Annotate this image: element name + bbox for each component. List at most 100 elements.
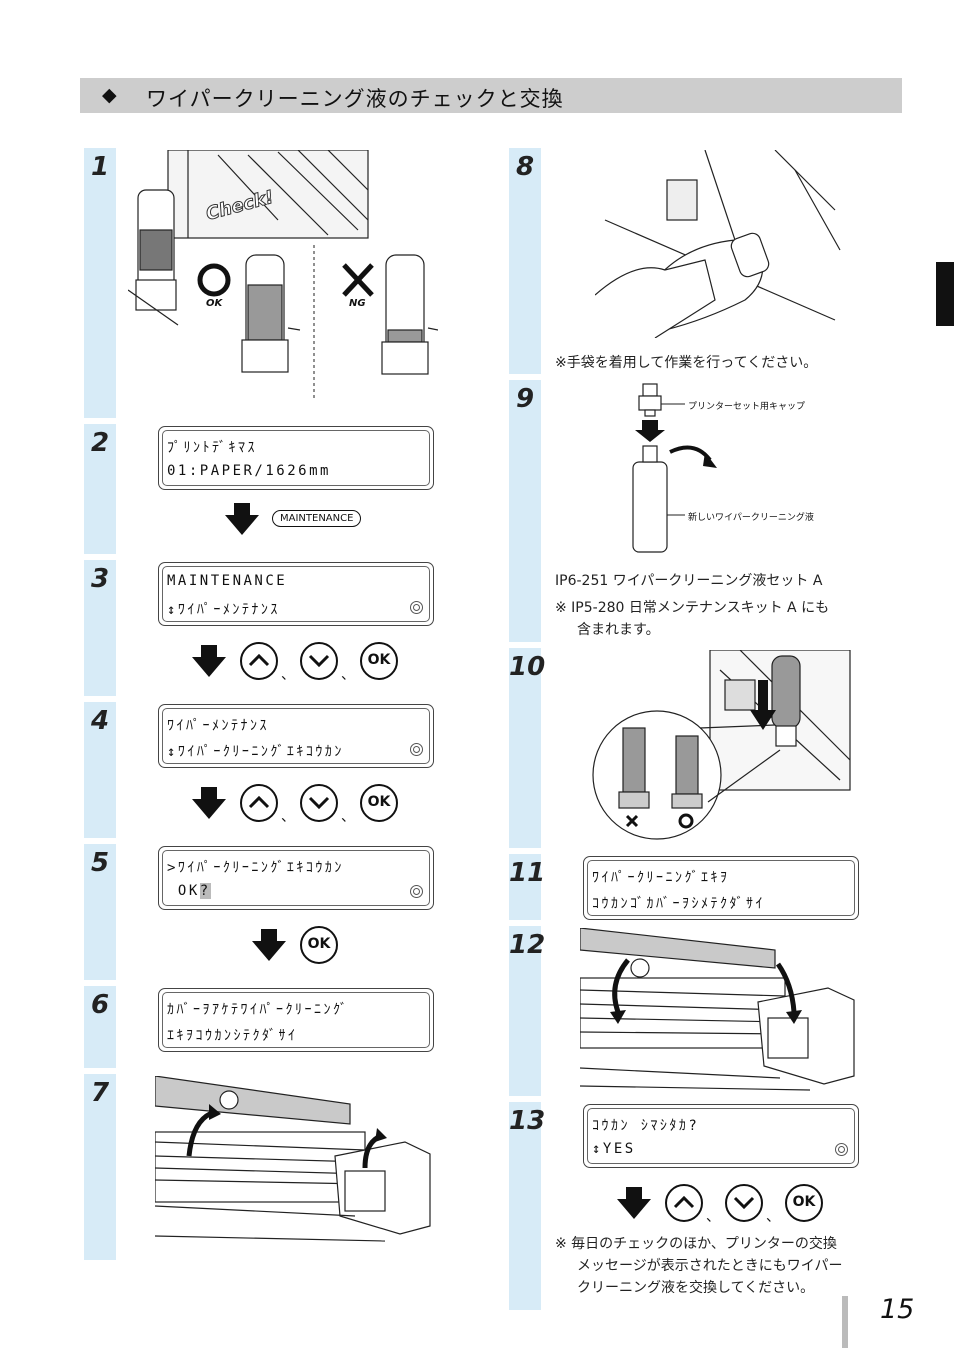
dial-icon [410,885,423,898]
ok-button[interactable]: OK [785,1184,823,1222]
lcd-display: ｺｳｶﾝ ｼﾏｼﾀｶ? ↕YES [583,1104,859,1168]
ok-button[interactable]: OK [300,926,338,964]
step-bar-3 [84,560,116,696]
step-bar-10 [509,648,541,848]
lcd-text: OK [167,883,200,899]
step-number: 13 [509,1106,546,1136]
arrow-down-icon [225,503,259,535]
step-bar-4 [84,702,116,838]
bottle-insertion-illustration [592,650,851,840]
up-button[interactable] [665,1184,703,1222]
step-number: 6 [90,990,110,1020]
lcd-line-1: ﾜｲﾊﾟｰﾒﾝﾃﾅﾝｽ [167,718,269,734]
lcd-line-1: ｺｳｶﾝ ｼﾏｼﾀｶ? [592,1118,700,1134]
set-note: IP6-251 ワイパークリーニング液セット A [555,573,823,589]
replace-note-line-1: ※ 毎日のチェックのほか、プリンターの交換 [555,1236,837,1252]
lcd-line-1: ｶﾊﾞｰｦｱｹﾃﾜｲﾊﾟｰｸﾘｰﾆﾝｸﾞ [167,1002,350,1018]
up-button[interactable] [240,784,278,822]
kit-note: ※ IP5-280 日常メンテナンスキット A にも [555,600,830,616]
ng-label: NG [349,298,366,309]
cap-label: プリンターセット用キャップ [688,402,806,412]
step-bar-12 [509,926,541,1096]
ok-label: OK [792,1194,816,1210]
step-number: 4 [90,706,110,736]
step-number: 12 [509,930,546,960]
up-button[interactable] [240,642,278,680]
glove-note: ※手袋を着用して作業を行ってください。 [555,355,818,371]
arrow-down-icon [192,787,226,819]
arrow-down-icon [192,645,226,677]
section-title: ワイパークリーニング液のチェックと交換 [146,87,564,111]
step-number: 5 [90,848,110,878]
hand-bottle-removal-illustration [595,150,841,338]
ok-label: OK [307,936,331,952]
lcd-line-2: ↕ﾜｲﾊﾟｰｸﾘｰﾆﾝｸﾞｴｷｺｳｶﾝ [167,744,344,760]
step-bar-8 [509,148,541,374]
lcd-line-2: ｺｳｶﾝｺﾞｶﾊﾞｰｦｼﾒﾃｸﾀﾞｻｲ [592,896,765,912]
step-bar-9 [509,380,541,642]
chapter-tab-marker [936,262,954,326]
step-bar-13 [509,1102,541,1310]
step-bar-2 [84,424,116,554]
separator: 、 [281,809,295,825]
dial-icon [410,601,423,614]
ok-button[interactable]: OK [360,784,398,822]
lcd-display: ﾌﾟﾘﾝﾄﾃﾞｷﾏｽ 01:PAPER/1626mm [158,426,434,490]
step-bar-7 [84,1074,116,1260]
dial-icon [835,1143,848,1156]
lcd-display: MAINTENANCE ↕ﾜｲﾊﾟｰﾒﾝﾃﾅﾝｽ [158,562,434,626]
dial-icon [410,743,423,756]
separator: 、 [706,1209,720,1225]
ok-button[interactable]: OK [360,642,398,680]
separator: 、 [766,1209,780,1225]
separator: 、 [341,809,355,825]
lcd-display: ﾜｲﾊﾟｰﾒﾝﾃﾅﾝｽ ↕ﾜｲﾊﾟｰｸﾘｰﾆﾝｸﾞｴｷｺｳｶﾝ [158,704,434,768]
replace-note-line-2: メッセージが表示されたときにもワイパー [577,1258,843,1274]
cursor-highlight: ? [199,883,211,899]
page-number: 15 [880,1294,915,1325]
step-number: 3 [90,564,110,594]
lcd-line-1: ﾌﾟﾘﾝﾄﾃﾞｷﾏｽ [167,440,257,456]
ok-label: OK [367,794,391,810]
arrow-down-icon [617,1187,651,1219]
lcd-display: ｶﾊﾞｰｦｱｹﾃﾜｲﾊﾟｰｸﾘｰﾆﾝｸﾞ ｴｷｦｺｳｶﾝｼﾃｸﾀﾞｻｲ [158,988,434,1052]
lcd-line-2: ↕ﾜｲﾊﾟｰﾒﾝﾃﾅﾝｽ [167,602,280,618]
step-number: 7 [90,1078,110,1108]
separator: 、 [281,667,295,683]
lcd-line-2: ↕YES [592,1141,636,1157]
step-bar-1 [84,148,116,418]
printer-cover-close-illustration [580,928,855,1091]
bottle-label: 新しいワイパークリーニング液 [688,513,814,523]
step-bar-6 [84,986,116,1068]
section-header: ◆ ワイパークリーニング液のチェックと交換 [80,78,902,113]
ok-label: OK [206,298,223,309]
down-button[interactable] [300,642,338,680]
lcd-display: >ﾜｲﾊﾟｰｸﾘｰﾆﾝｸﾞｴｷｺｳｶﾝ OK? [158,846,434,910]
step-number: 2 [90,428,110,458]
separator: 、 [341,667,355,683]
down-button[interactable] [300,784,338,822]
arrow-down-icon [252,929,286,961]
diamond-icon: ◆ [102,84,117,106]
maintenance-button[interactable]: MAINTENANCE [272,510,362,527]
lcd-line-2: ｴｷｦｺｳｶﾝｼﾃｸﾀﾞｻｲ [167,1028,298,1044]
lcd-line-1: MAINTENANCE [167,573,288,589]
replace-note-line-3: クリーニング液を交換してください。 [577,1280,815,1296]
step-number: 9 [515,384,535,414]
step-number: 1 [90,152,110,182]
page-number-bar [842,1296,848,1348]
step-number: 10 [509,652,546,682]
step-bar-11 [509,854,541,920]
step-bar-5 [84,844,116,980]
lcd-display: ﾜｲﾊﾟｰｸﾘｰﾆﾝｸﾞｴｷｦ ｺｳｶﾝｺﾞｶﾊﾞｰｦｼﾒﾃｸﾀﾞｻｲ [583,856,859,920]
wiper-bottle-check-illustration: Check! [128,150,438,400]
ok-label: OK [367,652,391,668]
kit-note-cont: 含まれます。 [577,622,660,638]
lcd-line-2: OK? [167,883,211,899]
new-bottle-cap-illustration [632,383,717,553]
lcd-line-2: 01:PAPER/1626mm [167,463,331,479]
printer-cover-open-illustration [155,1076,431,1242]
step-number: 11 [509,858,546,888]
lcd-line-1: ﾜｲﾊﾟｰｸﾘｰﾆﾝｸﾞｴｷｦ [592,870,730,886]
down-button[interactable] [725,1184,763,1222]
